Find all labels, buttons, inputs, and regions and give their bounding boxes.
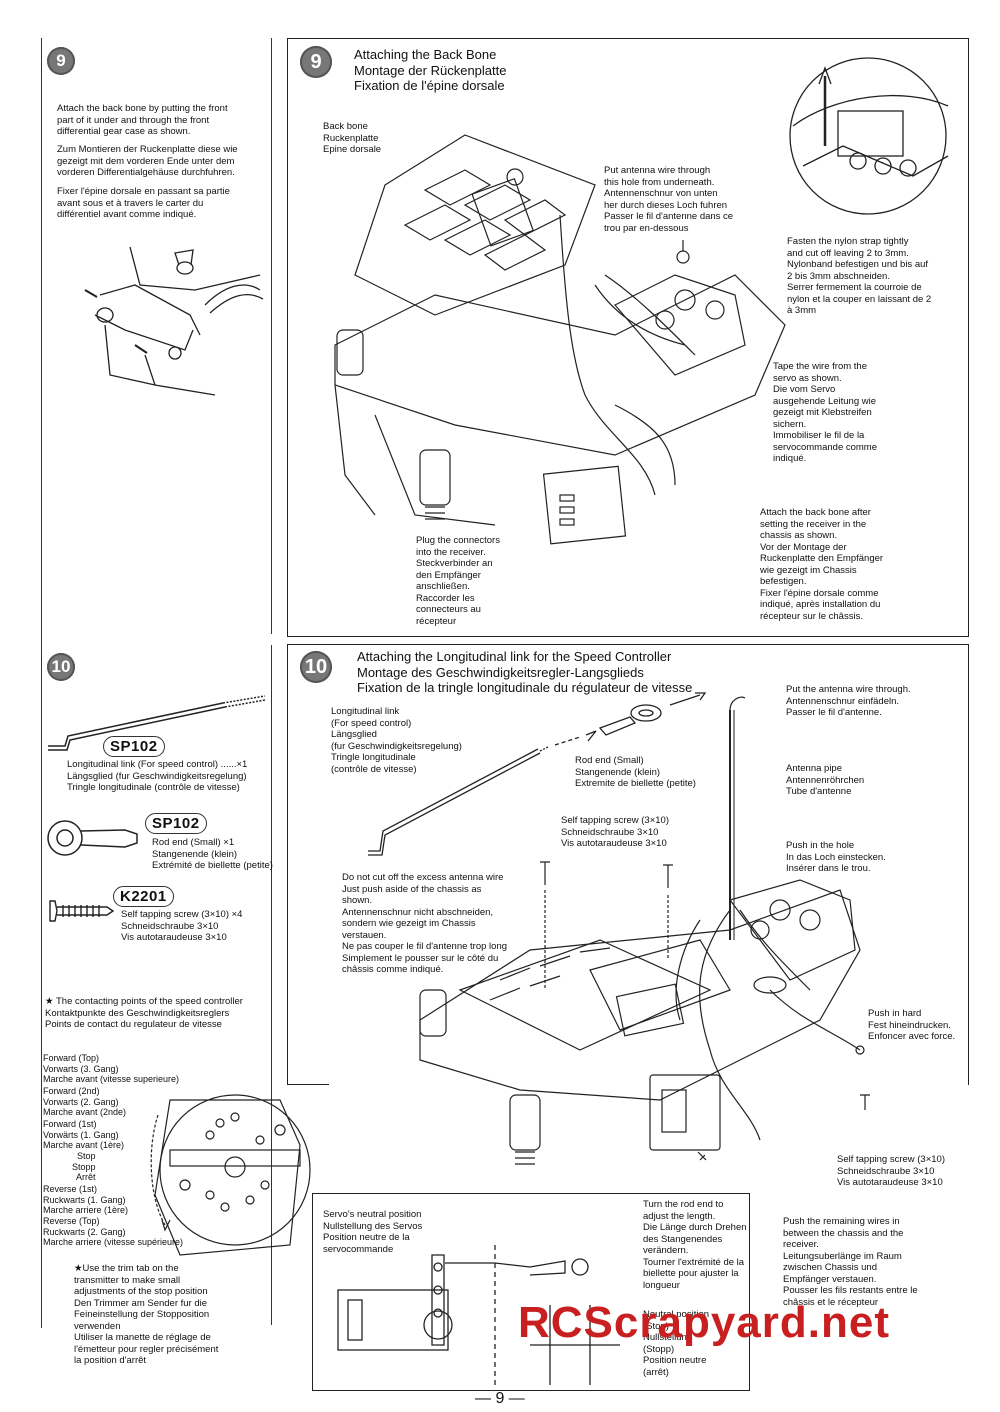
label-push-hard: Push in hard Fest hineindrucken. Enfonce… [868,1008,956,1042]
label-backbone: Back bone Ruckenplatte Epine dorsale [323,121,382,155]
part-code-sp102-link: SP102 [103,736,165,757]
label-antenna-pipe: Antenna pipe Antennenröhrchen Tube d'ant… [786,763,865,797]
label-screw-bottom: Self tapping screw (3×10) Schneidschraub… [837,1154,945,1188]
step9-frame [287,38,969,637]
longitudinal-link-part-drawing [48,695,266,751]
position-forward-1st: Forward (1st) Vorwärts (1. Gang) Marche … [43,1119,125,1151]
label-antenna-excess: Do not cut off the excess antenna wire J… [342,872,508,975]
part-sp102-link-text: Longitudinal link (For speed control) ..… [67,759,248,793]
position-reverse-top: Reverse (Top) Ruckwarts (2. Gang) Marche… [43,1216,184,1248]
trim-tab-note: ★Use the trim tab on the transmitter to … [74,1263,219,1366]
step10-title: Attaching the Longitudinal link for the … [357,649,693,695]
label-push-remaining-wires: Push the remaining wires in between the … [783,1216,918,1308]
label-rod-end: Rod end (Small) Stangenende (klein) Extr… [575,755,696,789]
speed-control-link-drawing [368,692,707,856]
chassis-speed-controller-drawing [419,696,870,1165]
label-antenna-through: Put the antenna wire through. Antennensc… [786,684,911,718]
servo-neutral-frame [312,1193,750,1391]
label-push-in-hole: Push in the hole In das Loch einstecken.… [786,840,886,874]
label-nylon-strap: Fasten the nylon strap tightly and cut o… [787,236,932,316]
label-antenna-hole: Put antenna wire through this hole from … [604,165,734,234]
step9-instructions-de: Zum Montieren der Ruckenplatte diese wie… [57,144,238,178]
step9-title: Attaching the Back Bone Montage der Rück… [354,47,507,93]
label-neutral-position: Neutral position (Stop) Nullstellung (St… [643,1309,710,1378]
step9-instructions-fr: Fixer l'épine dorsale en passant sa part… [57,186,230,220]
part-code-sp102-rod-end: SP102 [145,813,207,834]
label-tape-wire: Tape the wire from the servo as shown. D… [773,361,878,464]
inset-circle-antenna-drawing [789,57,949,215]
label-attach-backbone: Attach the back bone after setting the r… [760,507,884,622]
position-reverse-1st: Reverse (1st) Ruckwarts (1. Gang) Marche… [43,1184,129,1216]
step9-instructions-en: Attach the back bone by putting the fron… [57,103,228,137]
step9-number-badge: 9 [300,46,332,78]
speed-controller-contacts-drawing [150,1094,311,1256]
step9-number-badge-left: 9 [47,47,75,75]
step10-frame [287,644,969,1085]
position-forward-2nd: Forward (2nd) Vorwarts (2. Gang) Marche … [43,1086,127,1118]
chassis-backbone-drawing [334,134,786,545]
left-column-divider-top [271,38,272,634]
step10-frame-bottom-edge [287,1084,329,1085]
part-rod-end-text: Rod end (Small) ×1 Stangenende (klein) E… [152,837,273,871]
page-number: — 9 — [475,1390,525,1407]
label-plug-connectors: Plug the connectors into the receiver. S… [416,535,500,627]
label-screw-top: Self tapping screw (3×10) Schneidschraub… [561,815,669,849]
left-border-line [41,38,42,1328]
servo-neutral-drawing [337,1245,620,1385]
part-screw-text: Self tapping screw (3×10) ×4 Schneidschr… [121,909,243,943]
label-turn-rod: Turn the rod end to adjust the length. D… [643,1199,747,1291]
self-tapping-screw-part-drawing [49,900,115,922]
label-longitudinal-link: Longitudinal link (For speed control) Lä… [331,706,462,775]
rod-end-part-drawing [47,820,138,856]
step10-number-badge: 10 [300,651,332,683]
label-servo-neutral: Servo's neutral position Nullstellung de… [323,1209,423,1255]
left-column-divider-bottom [271,645,272,1325]
contact-points-note: ★ The contacting points of the speed con… [45,996,243,1030]
position-forward-top: Forward (Top) Vorwarts (3. Gang) Marche … [43,1053,180,1085]
step10-number-badge-left: 10 [47,653,75,681]
part-code-k2201: K2201 [113,886,174,907]
position-stop: Stop Stopp Arrêt [72,1151,96,1183]
front-diff-drawing [84,246,264,396]
watermark-logo: RCScrapyard.net [518,1298,891,1347]
